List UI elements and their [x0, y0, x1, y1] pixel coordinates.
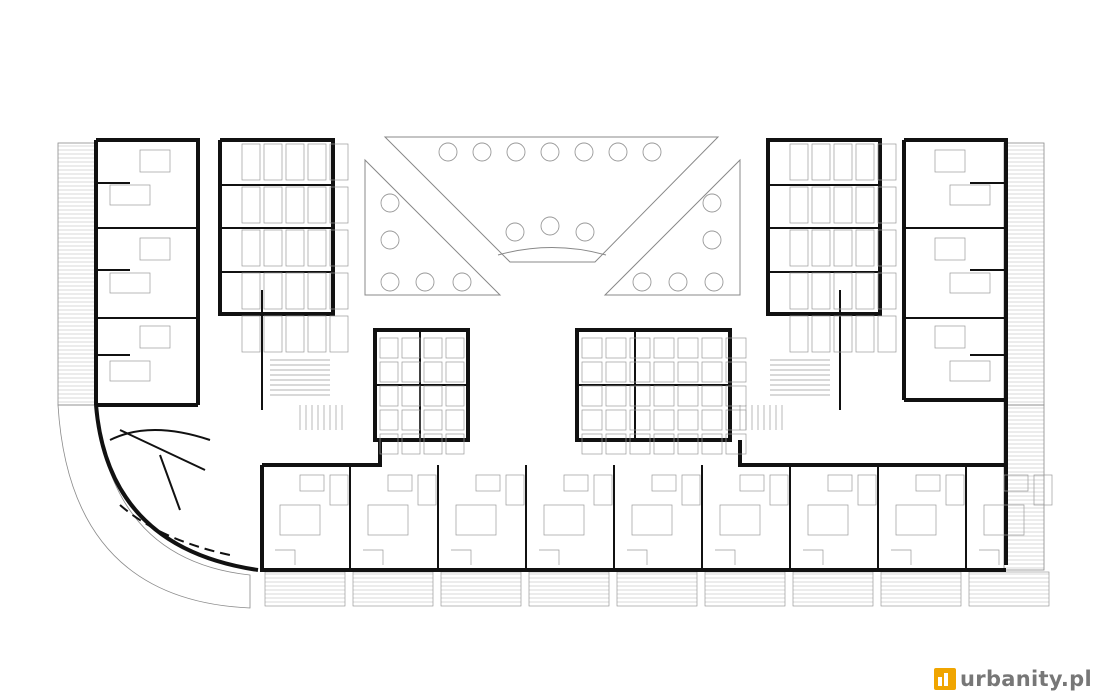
tree-symbol [380, 230, 400, 250]
exterior-walls [94, 138, 1008, 572]
tree-symbol [632, 272, 652, 292]
tree-symbol [704, 272, 724, 292]
tree-symbol [540, 216, 560, 236]
tree-symbol [608, 142, 628, 162]
tree-symbol [642, 142, 662, 162]
tree-symbol [380, 272, 400, 292]
tree-symbol [668, 272, 688, 292]
furniture-and-fixtures [109, 143, 1053, 565]
tree-symbol [506, 142, 526, 162]
watermark: urbanity.pl [934, 667, 1092, 691]
tree-symbol [574, 142, 594, 162]
interior-partitions [96, 182, 1006, 570]
tree-symbol [415, 272, 435, 292]
courtyard-trees [380, 142, 724, 292]
tree-symbol [540, 142, 560, 162]
watermark-text: urbanity.pl [960, 667, 1092, 691]
tree-symbol [452, 272, 472, 292]
tree-symbol [702, 193, 722, 213]
tree-symbol [438, 142, 458, 162]
tree-symbol [505, 222, 525, 242]
building-bars-icon [934, 668, 957, 690]
tree-symbol [472, 142, 492, 162]
tree-symbol [575, 222, 595, 242]
tree-symbol [702, 230, 722, 250]
tree-symbol [380, 193, 400, 213]
courtyard [364, 136, 741, 296]
balcony-hatching [58, 145, 1050, 607]
